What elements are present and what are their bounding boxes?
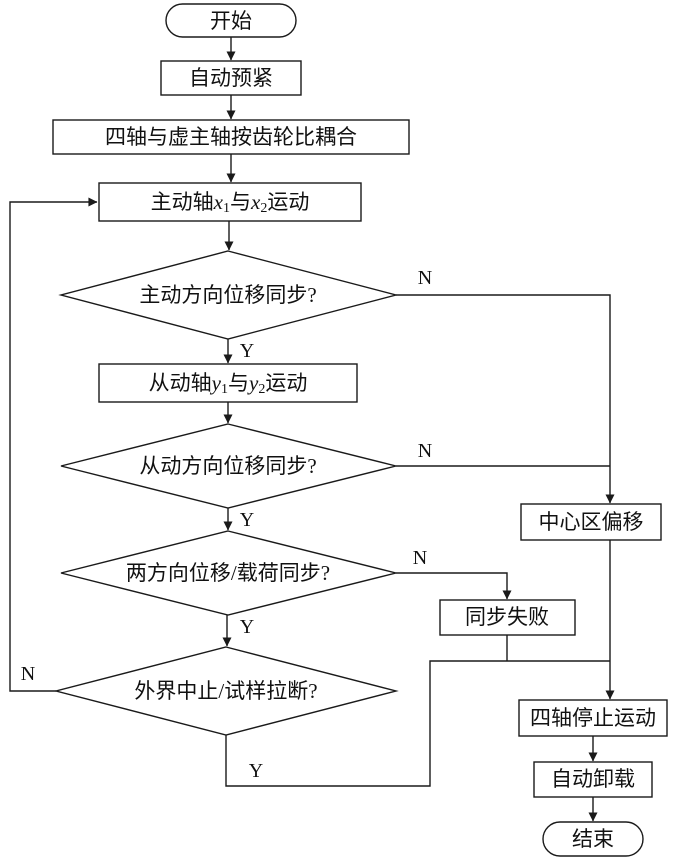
node-stop-motion-label: 四轴停止运动	[530, 706, 656, 730]
label-active-sync-yes: Y	[240, 340, 254, 362]
label-driven-sync-no: N	[418, 440, 432, 462]
node-active-sync-label: 主动方向位移同步?	[139, 283, 316, 307]
node-sync-fail-shape	[439, 599, 576, 636]
edge-abortcheck-yes-rail	[225, 660, 610, 787]
node-auto-preload-label: 自动预紧	[189, 66, 273, 90]
node-stop-motion: 四轴停止运动	[518, 699, 668, 737]
node-abort-check-decision: 外界中止/试样拉断?	[53, 646, 399, 736]
node-auto-unload: 自动卸载	[533, 761, 653, 798]
label-active-sync-no: N	[418, 267, 432, 289]
node-driven-motion: 从动轴y1与y2运动	[98, 363, 358, 403]
node-gear-couple: 四轴与虚主轴按齿轮比耦合	[52, 119, 410, 155]
node-gear-couple-shape	[52, 119, 410, 155]
node-sync-fail: 同步失败	[439, 599, 576, 636]
node-driven-sync-decision: 从动方向位移同步?	[60, 423, 397, 509]
label-both-sync-no: N	[413, 547, 427, 569]
node-end-label: 结束	[572, 827, 614, 851]
edge-abortcheck-no-loop	[9, 197, 98, 692]
node-active-motion-shape	[98, 182, 362, 222]
node-auto-preload-shape	[160, 60, 302, 96]
node-center-offset-shape	[520, 503, 662, 541]
node-sync-fail-label: 同步失败	[465, 605, 549, 629]
node-auto-preload: 自动预紧	[160, 60, 302, 96]
label-abort-no: N	[21, 663, 35, 685]
node-auto-unload-shape	[533, 761, 653, 798]
node-both-sync-decision: 两方向位移/载荷同步?	[60, 530, 397, 616]
node-active-sync-shape	[58, 250, 399, 340]
label-abort-yes: Y	[249, 760, 263, 782]
node-driven-motion-label: 从动轴y1与y2运动	[149, 371, 308, 397]
node-gear-couple-label: 四轴与虚主轴按齿轮比耦合	[105, 125, 357, 149]
node-driven-sync-label: 从动方向位移同步?	[139, 454, 316, 478]
node-end-shape	[542, 821, 644, 857]
node-abort-check-label: 外界中止/试样拉断?	[134, 679, 317, 703]
node-center-offset-label: 中心区偏移	[539, 510, 644, 534]
node-start: 开始	[165, 3, 297, 38]
node-driven-sync-shape	[60, 423, 397, 509]
node-start-shape	[165, 3, 297, 38]
node-both-sync-shape	[60, 530, 397, 616]
node-auto-unload-label: 自动卸载	[551, 767, 635, 791]
node-abort-check-shape	[53, 646, 399, 736]
edge-activesync-no-centeroffset	[396, 294, 615, 504]
node-end: 结束	[542, 821, 644, 857]
label-driven-sync-yes: Y	[240, 509, 254, 531]
node-center-offset: 中心区偏移	[520, 503, 662, 541]
node-active-motion: 主动轴x1与x2运动	[98, 182, 362, 222]
node-stop-motion-shape	[518, 699, 668, 737]
edge-bothsync-no-syncfail	[396, 572, 512, 600]
node-active-motion-label: 主动轴x1与x2运动	[151, 190, 310, 216]
node-driven-motion-shape	[98, 363, 358, 403]
node-active-sync-decision: 主动方向位移同步?	[58, 250, 399, 340]
node-both-sync-label: 两方向位移/载荷同步?	[126, 561, 330, 585]
node-start-label: 开始	[210, 9, 252, 33]
label-both-sync-yes: Y	[240, 616, 254, 638]
